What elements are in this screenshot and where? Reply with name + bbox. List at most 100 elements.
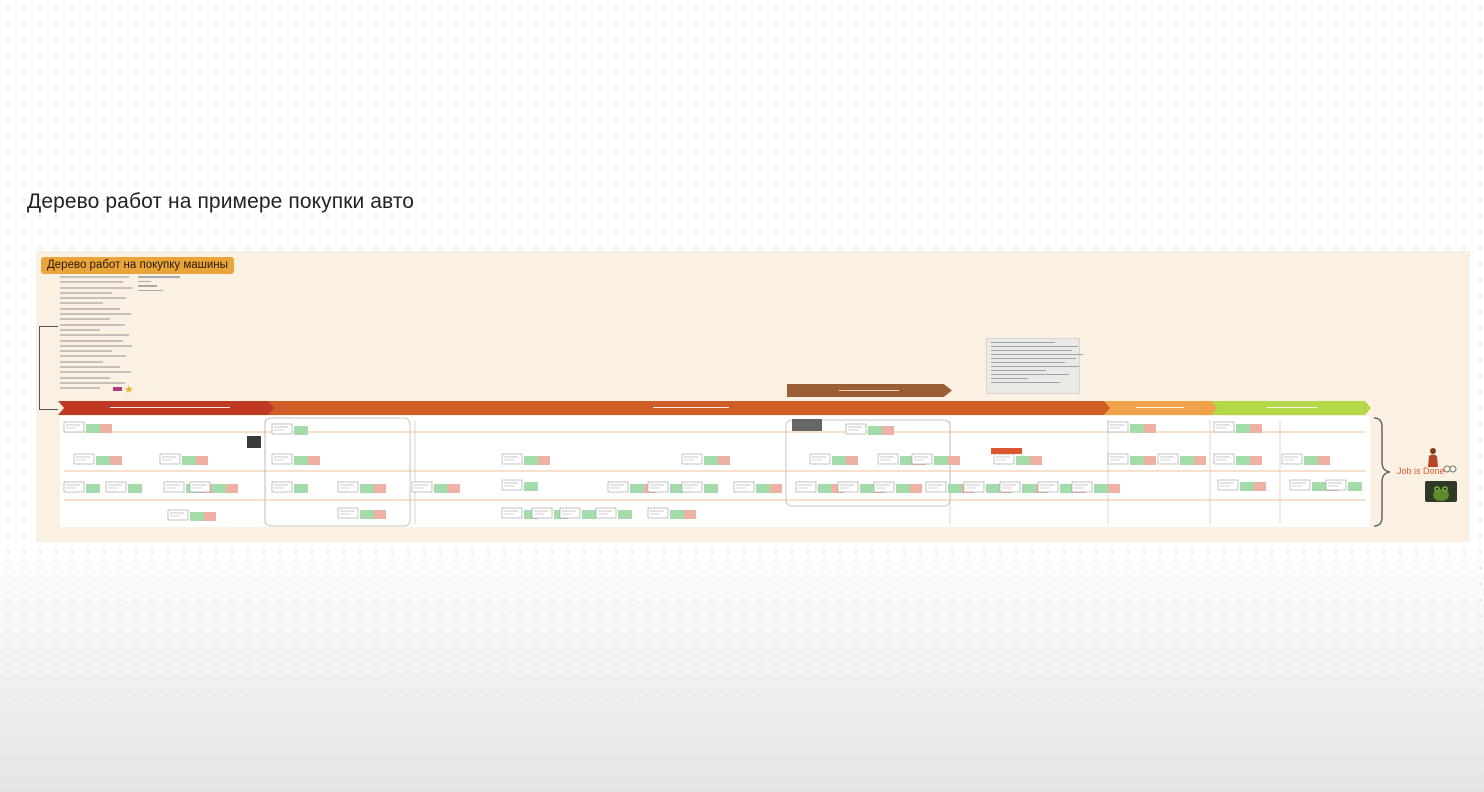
glasses-icon (1443, 465, 1457, 473)
job-card-red-note (1250, 424, 1262, 433)
job-card-green-note (294, 484, 308, 493)
job-card (163, 481, 185, 493)
job-card (1107, 421, 1129, 433)
job-card-green-note (1236, 456, 1250, 465)
job-card-green-note (618, 510, 632, 519)
job-card-green-note (96, 456, 110, 465)
group-frame (264, 417, 411, 527)
job-card-green-note (704, 484, 718, 493)
job-card-green-note (1236, 424, 1250, 433)
job-tree-diagram[interactable] (60, 416, 1370, 527)
job-card (647, 507, 669, 519)
job-card (809, 453, 831, 465)
job-card (559, 507, 581, 519)
job-card-green-note (524, 510, 538, 519)
job-card (531, 507, 553, 519)
job-card-green-note (1060, 484, 1074, 493)
job-card-green-note (294, 426, 308, 435)
note-card[interactable] (986, 338, 1083, 394)
intro-bracket (39, 326, 58, 410)
job-card-green-note (524, 482, 538, 491)
star-icon: ★ (124, 384, 134, 396)
job-card (607, 481, 629, 493)
job-card-red-note (1030, 456, 1042, 465)
job-card (337, 481, 359, 493)
stage-arrow-3[interactable] (1104, 401, 1218, 415)
curly-bracket (1373, 417, 1391, 527)
job-card-red-note (684, 510, 696, 519)
slide-bottom-fade (0, 540, 1484, 792)
job-card-red-note (1194, 456, 1206, 465)
job-card (1107, 453, 1129, 465)
intro-side-notes (138, 276, 180, 294)
job-card (1325, 479, 1347, 491)
job-card-green-note (360, 510, 374, 519)
job-card-red-note (1318, 456, 1330, 465)
job-card (501, 479, 523, 491)
job-card (681, 453, 703, 465)
job-card-green-note (360, 484, 374, 493)
job-card (733, 481, 755, 493)
job-card-green-note (860, 484, 874, 493)
job-card-green-note (1130, 424, 1144, 433)
job-card (63, 481, 85, 493)
job-card-red-note (1254, 482, 1266, 491)
job-card-green-note (128, 484, 142, 493)
job-card-red-note (374, 484, 386, 493)
job-card-red-note (204, 512, 216, 521)
job-card (501, 507, 523, 519)
job-card (337, 507, 359, 519)
job-card-red-note (1250, 456, 1262, 465)
job-card (271, 453, 293, 465)
job-card-red-note (846, 456, 858, 465)
dark-label-tag (792, 419, 822, 431)
job-card (159, 453, 181, 465)
job-card (411, 481, 433, 493)
job-card-green-note (670, 484, 684, 493)
job-card (873, 481, 895, 493)
job-card (63, 421, 85, 433)
job-card-green-note (818, 484, 832, 493)
job-card-red-note (1108, 484, 1120, 493)
job-card-green-note (896, 484, 910, 493)
job-done-label: Job is Done (1397, 466, 1445, 476)
frog-sticker-image (1425, 481, 1457, 502)
job-card-green-note (182, 456, 196, 465)
job-card-green-note (582, 510, 596, 519)
job-card-red-note (308, 456, 320, 465)
job-card (795, 481, 817, 493)
job-card-green-note (934, 456, 948, 465)
job-card-red-note (448, 484, 460, 493)
job-card (595, 507, 617, 519)
board-title[interactable]: Дерево работ на покупку машины (41, 257, 234, 274)
job-card-green-note (986, 484, 1000, 493)
job-card (1213, 421, 1235, 433)
job-card-red-note (1144, 424, 1156, 433)
stage-arrow-1[interactable] (58, 401, 275, 415)
job-card (271, 481, 293, 493)
job-card-green-note (524, 456, 538, 465)
job-card-green-note (212, 484, 226, 493)
job-card (845, 423, 867, 435)
job-card (189, 481, 211, 493)
job-card-red-note (948, 456, 960, 465)
job-card-green-note (1016, 456, 1030, 465)
red-label-tag (991, 448, 1022, 454)
job-card (271, 423, 293, 435)
stage-arrow-4[interactable] (1211, 401, 1371, 415)
job-card-red-note (196, 456, 208, 465)
job-card-green-note (704, 456, 718, 465)
job-card-red-note (1144, 456, 1156, 465)
job-card-green-note (86, 424, 100, 433)
job-card (963, 481, 985, 493)
job-card (877, 453, 899, 465)
job-card (999, 481, 1021, 493)
job-card-red-note (718, 456, 730, 465)
job-card-red-note (100, 424, 112, 433)
job-card (1157, 453, 1179, 465)
job-card-red-note (226, 484, 238, 493)
job-card-red-note (910, 484, 922, 493)
job-card-red-note (538, 456, 550, 465)
stage-arrow-2[interactable] (268, 401, 1111, 415)
thumbnail-image (247, 436, 261, 448)
